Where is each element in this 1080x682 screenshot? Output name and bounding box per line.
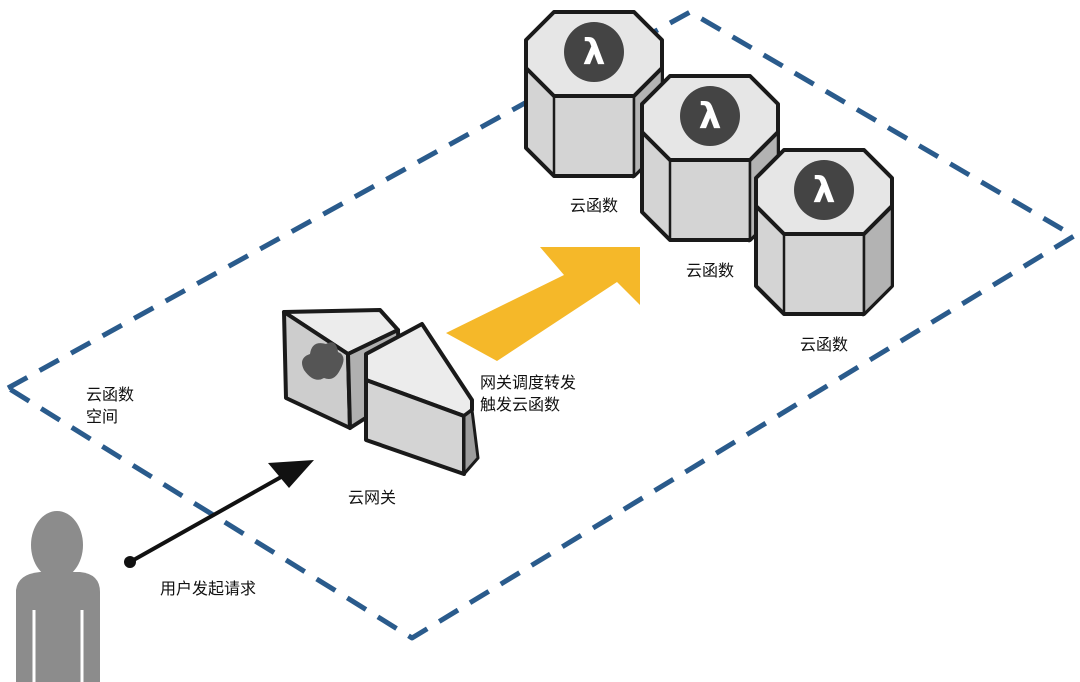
function-label-1: 云函数 (570, 196, 619, 215)
function-space-label: 云函数 空间 (86, 385, 135, 426)
request-arrow-origin (124, 556, 136, 568)
request-label: 用户发起请求 (160, 579, 257, 598)
function-space-boundary (5, 9, 1077, 641)
request-arrow-line (129, 470, 291, 564)
user-icon (16, 511, 100, 682)
forward-arrow (446, 247, 640, 361)
request-arrow-head (268, 460, 314, 488)
function-label-3: 云函数 (800, 335, 849, 354)
gateway-node (282, 308, 480, 476)
function-label-2: 云函数 (686, 261, 735, 280)
gateway-label: 云网关 (348, 488, 397, 507)
cloud-icon (302, 342, 344, 380)
forward-label: 网关调度转发 触发云函数 (480, 373, 577, 414)
function-node-3 (754, 148, 894, 316)
